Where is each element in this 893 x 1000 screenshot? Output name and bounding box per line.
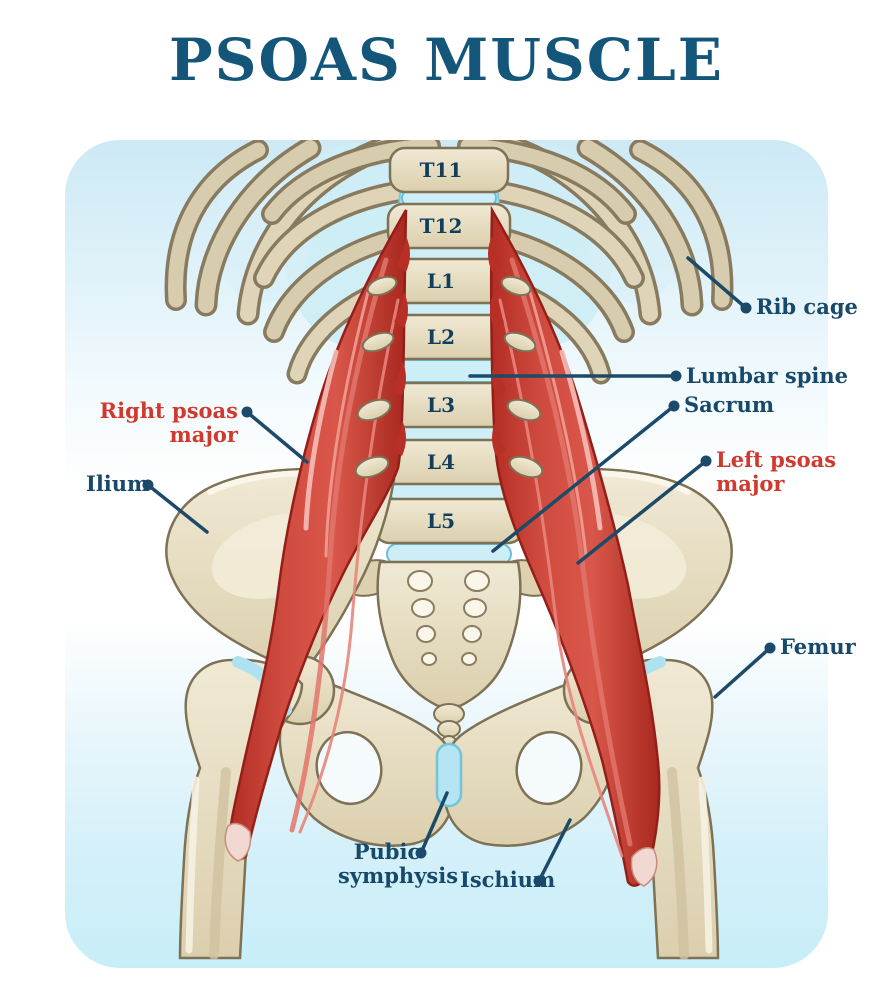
psoas-major-left-muscle <box>490 205 661 887</box>
leader-sacrum <box>491 404 676 553</box>
psoas-tendon-right <box>630 847 658 887</box>
obturator-foramen-right <box>515 730 583 806</box>
label-pubic-symphysis: Pubic symphysis <box>338 839 459 888</box>
label-left-psoas-major: Left psoas major <box>716 447 837 496</box>
vertebra-label-t12: T12 <box>419 214 463 238</box>
transverse-processes <box>354 275 544 479</box>
label-right-psoas-major: Right psoas major <box>99 398 238 447</box>
vertebra-label-l3: L3 <box>427 393 455 417</box>
vertebra-label-l2: L2 <box>427 325 455 349</box>
label-sacrum: Sacrum <box>684 392 775 417</box>
leader-ilium <box>146 483 209 534</box>
obturator-foramen-left <box>315 730 383 806</box>
lumbar-spine-illustration <box>372 146 526 565</box>
leader-femur <box>713 646 772 699</box>
leader-rib-cage <box>686 256 748 310</box>
psoas-tendon-left <box>224 822 252 862</box>
leader-right-psoas <box>245 410 309 464</box>
vertebra-label-l1: L1 <box>427 269 455 293</box>
label-rib-cage: Rib cage <box>756 294 858 319</box>
leader-ischium <box>537 818 572 883</box>
label-ilium: Ilium <box>86 471 150 496</box>
vertebra-label-l5: L5 <box>427 509 455 533</box>
label-femur: Femur <box>780 634 856 659</box>
page-title: PSOAS MUSCLE <box>169 26 724 94</box>
leader-pubic-symphysis <box>419 791 449 855</box>
label-lumbar-spine: Lumbar spine <box>686 363 849 388</box>
vertebra-label-l4: L4 <box>427 450 455 474</box>
leader-lines <box>142 256 776 887</box>
pubic-symphysis-joint <box>435 742 463 808</box>
label-ischium: Ischium <box>460 867 556 892</box>
vertebra-label-t11: T11 <box>419 158 463 182</box>
leader-left-psoas <box>576 459 708 565</box>
